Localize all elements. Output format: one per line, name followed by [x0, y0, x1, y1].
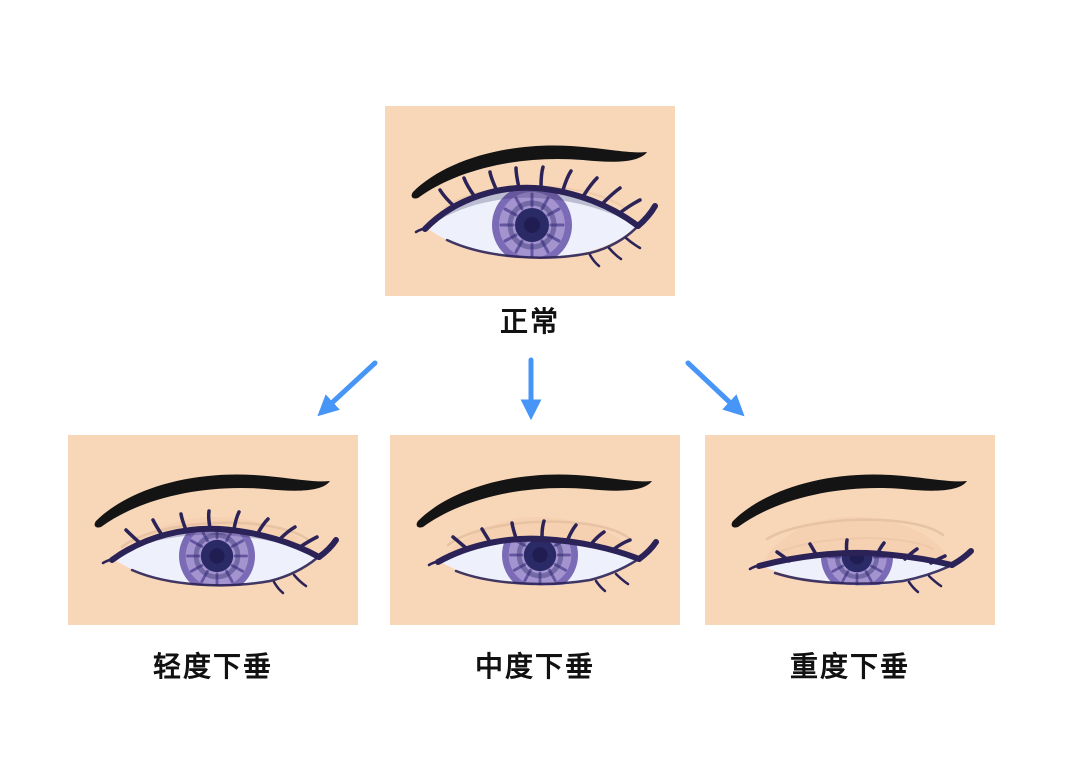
branch-arrows — [317, 357, 745, 421]
upper-lashes — [451, 519, 632, 551]
lower-lashes — [101, 557, 308, 595]
eyebrow — [416, 474, 652, 528]
iris-spokes — [186, 528, 248, 587]
label-severe: 重度下垂 — [789, 651, 910, 682]
eye — [101, 509, 339, 595]
outer-lash-flick — [316, 537, 339, 560]
lower-lashes — [427, 559, 630, 593]
outer-lash-flick — [635, 203, 658, 229]
lower-lashes — [748, 563, 943, 594]
eye-panel-normal — [385, 106, 675, 296]
label-normal: 正常 — [499, 306, 560, 337]
eye-illustration-moderate — [390, 435, 680, 625]
eye-illustration-normal — [385, 106, 675, 296]
iris — [114, 528, 318, 587]
iris — [761, 552, 951, 586]
eyebrow — [731, 474, 967, 528]
lower-lid-line — [130, 556, 319, 587]
label-mild: 轻度下垂 — [152, 651, 273, 682]
outer-lash-flick — [949, 548, 974, 568]
eyelid-crease — [765, 518, 945, 541]
lower-lid-line — [454, 558, 639, 586]
label-moderate: 中度下垂 — [474, 651, 595, 682]
lower-lid-line — [445, 226, 638, 259]
outer-lash-flick — [636, 539, 659, 562]
eye-panel-mild — [68, 435, 358, 625]
upper-lashes — [124, 509, 319, 549]
upper-lash-line — [435, 535, 642, 565]
eye — [427, 519, 659, 593]
hooded-eyelid — [761, 516, 951, 565]
eyelid-crease — [120, 521, 312, 549]
iris-spokes — [499, 192, 565, 258]
lower-lid-line — [773, 564, 952, 585]
eye-panel-moderate — [390, 435, 680, 625]
arrow-to-severe — [685, 360, 745, 417]
eye — [414, 165, 658, 268]
arrow-to-mild — [317, 360, 378, 417]
eye — [748, 538, 974, 594]
eyelid-crease-lower — [776, 537, 934, 554]
eye-illustration-mild — [68, 435, 358, 625]
hooded-eyelid — [114, 516, 318, 559]
upper-lash-line — [756, 549, 955, 569]
eyebrow — [411, 145, 647, 199]
eyebrow — [94, 474, 330, 528]
eye-illustration-severe — [705, 435, 995, 625]
eyelid-crease — [446, 520, 632, 547]
lower-lashes — [414, 226, 642, 268]
upper-lash-line — [109, 525, 322, 563]
eye-panel-severe — [705, 435, 995, 625]
upper-lashes — [438, 165, 642, 214]
upper-lashes — [775, 538, 947, 565]
